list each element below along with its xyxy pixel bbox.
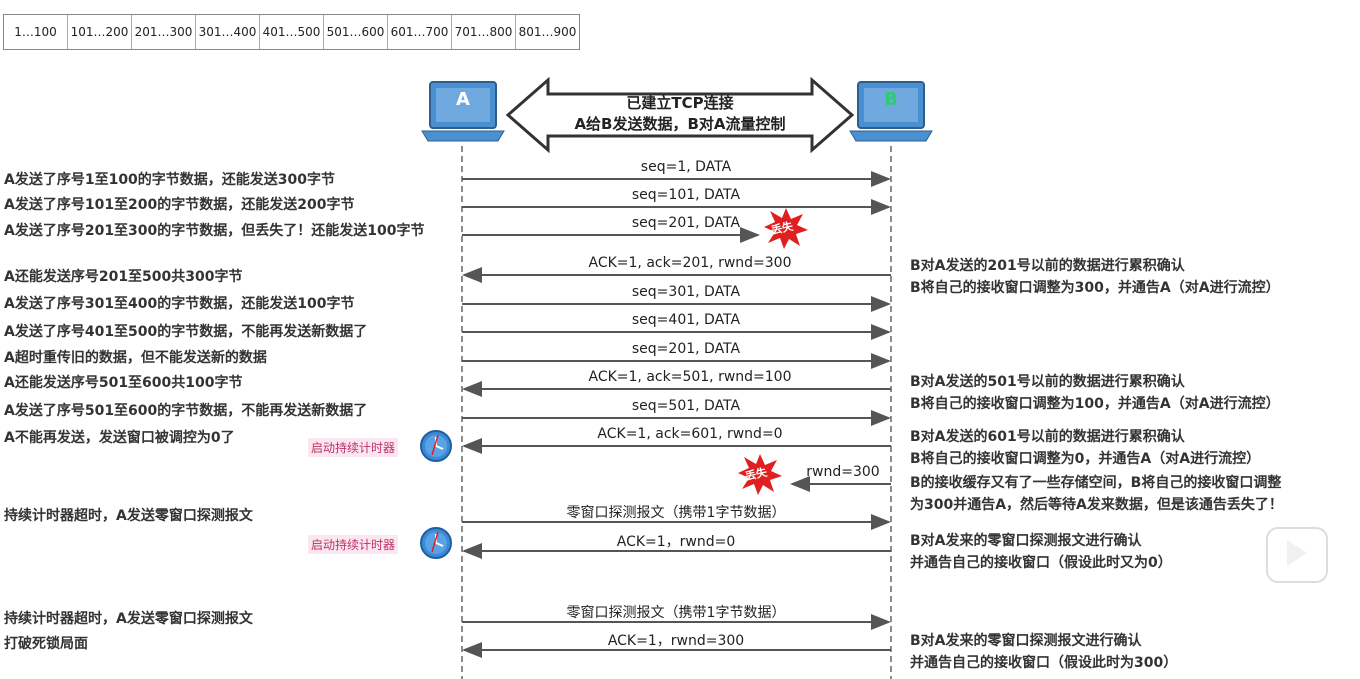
banner-line-1: 已建立TCP连接 bbox=[626, 94, 734, 112]
connection-banner-arrow bbox=[505, 76, 855, 154]
sender-note: A还能发送序号501至600共100字节 bbox=[4, 375, 243, 391]
sender-note: A发送了序号101至200的字节数据，还能发送200字节 bbox=[4, 197, 355, 213]
message-label: ACK=1, ack=201, rwnd=300 bbox=[588, 255, 792, 271]
sequence-number-bar: 1…100 101…200 201…300 301…400 401…500 50… bbox=[3, 14, 580, 50]
seq-cell: 701…800 bbox=[452, 15, 516, 49]
play-button[interactable] bbox=[1266, 527, 1328, 583]
sender-note: 持续计时器超时，A发送零窗口探测报文 bbox=[4, 508, 253, 524]
receiver-note: B对A发来的零窗口探测报文进行确认 bbox=[910, 533, 1142, 549]
receiver-note: B的接收缓存又有了一些存储空间，B将自己的接收窗口调整 bbox=[910, 475, 1282, 491]
message-label: seq=201, DATA bbox=[631, 341, 741, 357]
timer-start-label: 启动持续计时器 bbox=[308, 535, 399, 554]
seq-cell: 201…300 bbox=[132, 15, 196, 49]
message-label: ACK=1, ack=501, rwnd=100 bbox=[588, 369, 792, 385]
message-label: seq=201, DATA bbox=[631, 215, 741, 231]
message-label: seq=501, DATA bbox=[631, 398, 741, 414]
message-label: 零窗口探测报文（携带1字节数据） bbox=[566, 505, 786, 521]
host-a-label: A bbox=[456, 89, 470, 110]
message-label: ACK=1，rwnd=0 bbox=[616, 534, 736, 550]
sender-note: A发送了序号1至100的字节数据，还能发送300字节 bbox=[4, 172, 336, 188]
computer-b-icon bbox=[849, 81, 933, 142]
timer-clock-icon bbox=[420, 527, 452, 559]
message-label: ACK=1，rwnd=300 bbox=[607, 633, 745, 649]
receiver-note: B对A发来的零窗口探测报文进行确认 bbox=[910, 633, 1142, 649]
sender-note: 打破死锁局面 bbox=[4, 636, 88, 652]
lost-stamp-icon bbox=[764, 208, 808, 249]
sender-note: A还能发送序号201至500共300字节 bbox=[4, 269, 243, 285]
seq-cell: 1…100 bbox=[4, 15, 68, 49]
message-label: 零窗口探测报文（携带1字节数据） bbox=[566, 605, 786, 621]
seq-cell: 801…900 bbox=[518, 25, 577, 39]
banner-line-2: A给B发送数据，B对A流量控制 bbox=[574, 115, 786, 133]
sender-note: A不能再发送，发送窗口被调控为0了 bbox=[4, 430, 235, 446]
sender-note: A发送了序号301至400的字节数据，还能发送100字节 bbox=[4, 296, 355, 312]
seq-cell: 401…500 bbox=[260, 15, 324, 49]
receiver-note: 为300并通告A，然后等待A发来数据，但是该通告丢失了！ bbox=[910, 497, 1283, 513]
timer-start-label: 启动持续计时器 bbox=[308, 438, 399, 457]
message-label: seq=301, DATA bbox=[631, 284, 741, 300]
seq-cell: 301…400 bbox=[196, 15, 260, 49]
seq-cell: 601…700 bbox=[388, 15, 452, 49]
sender-note: A发送了序号201至300的字节数据，但丢失了！还能发送100字节 bbox=[4, 223, 425, 239]
receiver-note: 并通告自己的接收窗口（假设此时又为0） bbox=[910, 555, 1172, 571]
message-label: seq=101, DATA bbox=[631, 187, 741, 203]
message-label: ACK=1, ack=601, rwnd=0 bbox=[597, 426, 783, 442]
receiver-note: 并通告自己的接收窗口（假设此时为300） bbox=[910, 655, 1178, 671]
lost-stamp-icon bbox=[738, 454, 782, 495]
connection-banner: 已建立TCP连接 A给B发送数据，B对A流量控制 bbox=[520, 93, 840, 135]
receiver-note: B对A发送的601号以前的数据进行累积确认 bbox=[910, 429, 1185, 445]
message-label: seq=1, DATA bbox=[640, 159, 732, 175]
receiver-note: B将自己的接收窗口调整为100，并通告A（对A进行流控） bbox=[910, 396, 1280, 412]
receiver-note: B对A发送的501号以前的数据进行累积确认 bbox=[910, 374, 1185, 390]
sender-note: A发送了序号501至600的字节数据，不能再发送新数据了 bbox=[4, 403, 368, 419]
sender-note: A发送了序号401至500的字节数据，不能再发送新数据了 bbox=[4, 324, 368, 340]
receiver-note: B将自己的接收窗口调整为300，并通告A（对A进行流控） bbox=[910, 280, 1280, 296]
timer-clock-icon bbox=[420, 430, 452, 462]
message-label: seq=401, DATA bbox=[631, 312, 741, 328]
receiver-note: B对A发送的201号以前的数据进行累积确认 bbox=[910, 258, 1185, 274]
receiver-note: B将自己的接收窗口调整为0，并通告A（对A进行流控） bbox=[910, 451, 1261, 467]
sender-note: A超时重传旧的数据，但不能发送新的数据 bbox=[4, 350, 267, 366]
host-b-label: B bbox=[884, 89, 898, 110]
sender-note: 持续计时器超时，A发送零窗口探测报文 bbox=[4, 611, 253, 627]
seq-cell: 501…600 bbox=[324, 15, 388, 49]
seq-cell: 101…200 bbox=[68, 15, 132, 49]
computer-a-icon bbox=[421, 81, 505, 142]
message-label: rwnd=300 bbox=[806, 464, 880, 480]
